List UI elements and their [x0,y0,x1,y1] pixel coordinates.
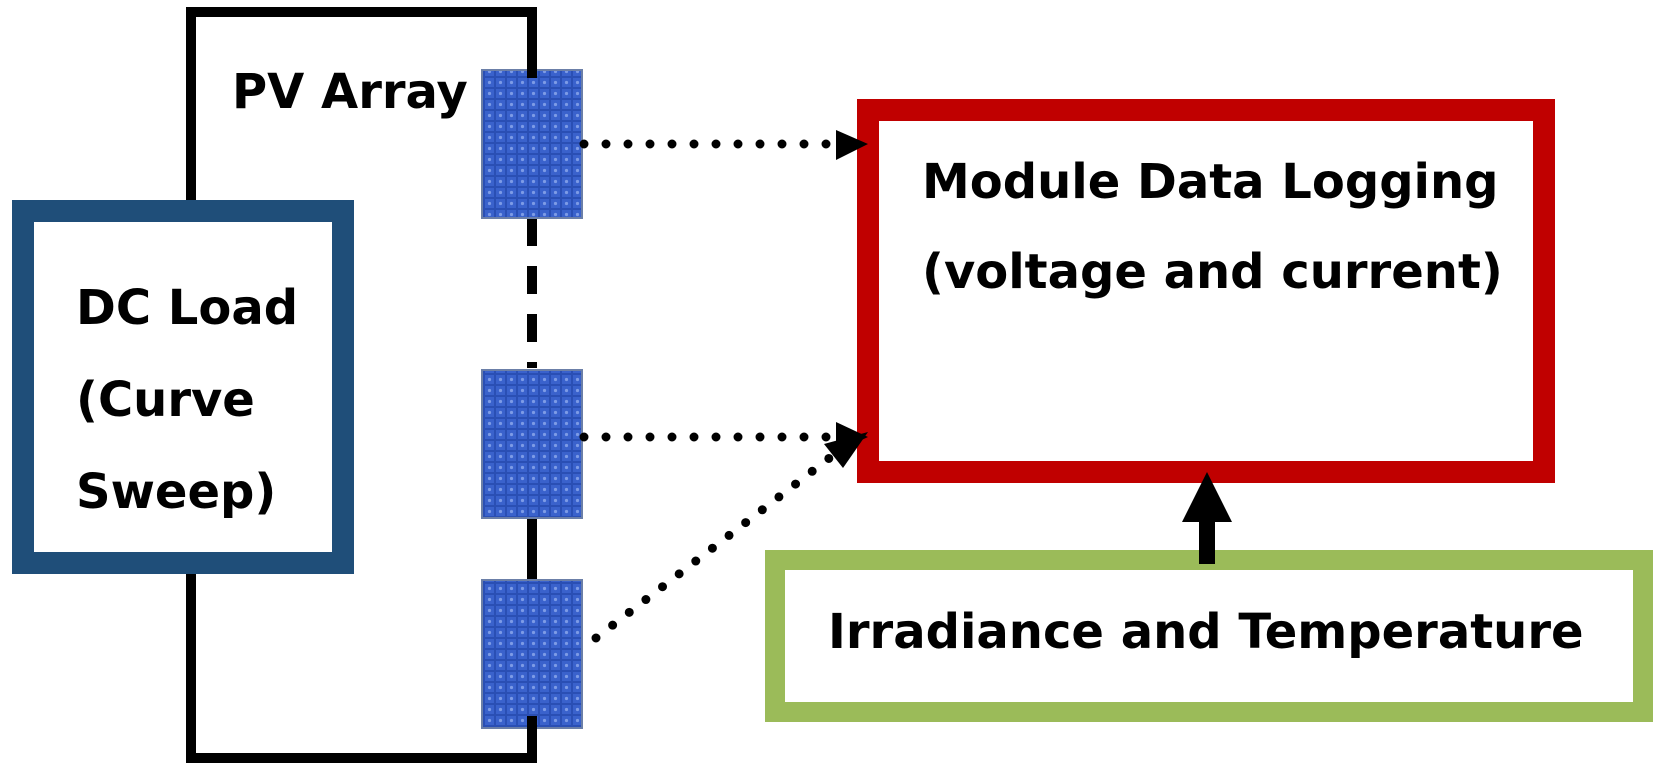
data-logging-box [857,99,1555,483]
circuit-wires [186,7,537,763]
dc-load-label: DC Load (Curve Sweep) [76,280,299,520]
dc-load-box [12,200,354,574]
pv-module-top [481,69,583,219]
pv-module-bottom [481,579,583,729]
dotted-arrow-bottom [591,432,868,643]
data-logging-title: Module Data Logging [922,154,1499,210]
dotted-arrow-middle [579,422,868,452]
sensors-box [765,550,1653,722]
dotted-arrow-top [579,130,868,160]
pv-array-label: PV Array [232,64,468,120]
data-logging-subtitle: (voltage and current) [922,244,1503,300]
top-wire [186,7,537,212]
bottom-wire [186,562,537,763]
pv-module-middle [481,369,583,519]
sensors-label: Irradiance and Temperature [828,604,1584,660]
sensor-arrow [1182,472,1232,564]
